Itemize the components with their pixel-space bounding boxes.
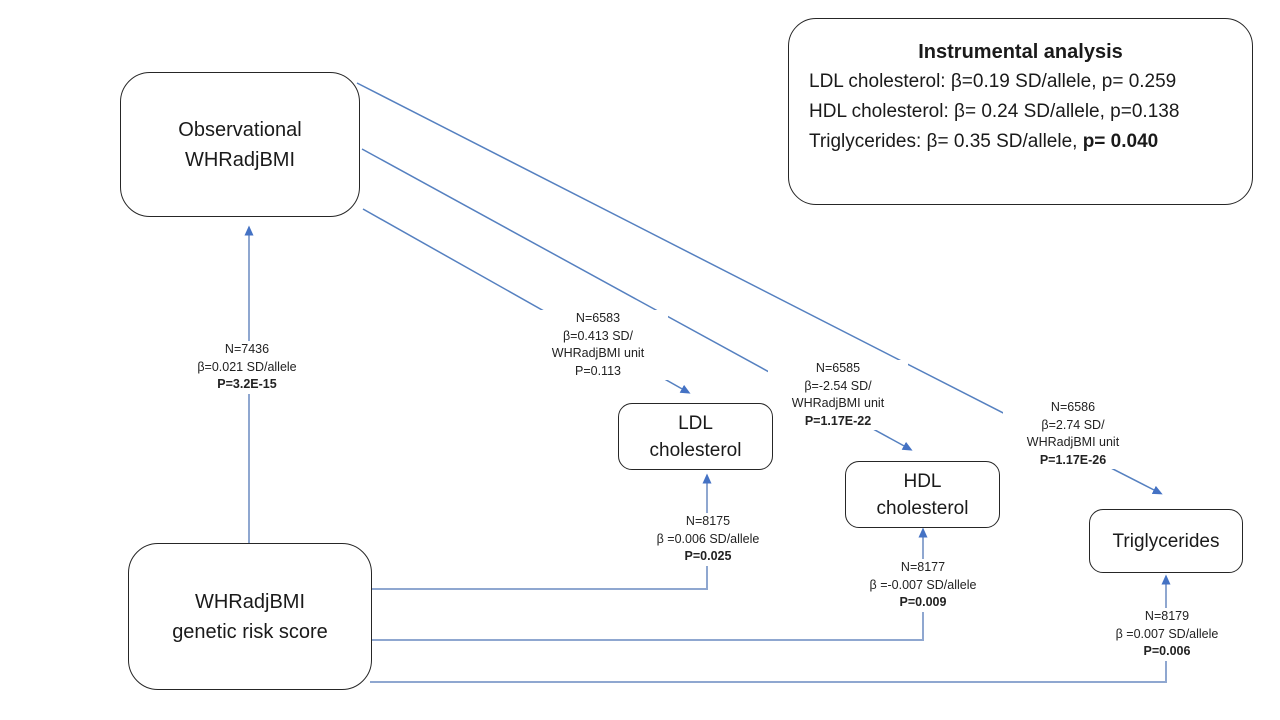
label-beta: β =-0.007 SD/allele xyxy=(869,577,977,592)
edge-label-observational-to-hdl: N=6585 β=-2.54 SD/ WHRadjBMI unit P=1.17… xyxy=(768,360,908,430)
instrumental-ldl-text: LDL cholesterol: β=0.19 SD/allele, p= 0.… xyxy=(809,71,1177,92)
node-grs-line1: WHRadjBMI xyxy=(194,590,305,613)
edge-label-observational-to-ldl: N=6583 β=0.413 SD/ WHRadjBMI unit P=0.11… xyxy=(528,310,668,380)
edge-label-observational-to-triglycerides: N=6586 β=2.74 SD/ WHRadjBMI unit P=1.17E… xyxy=(1003,399,1143,469)
label-n: N=6586 xyxy=(1050,400,1096,414)
instrumental-analysis-title: Instrumental analysis xyxy=(918,41,1123,63)
instrumental-result-hdl: HDL cholesterol: β= 0.24 SD/allele, p=0.… xyxy=(809,97,1232,127)
label-unit: WHRadjBMI unit xyxy=(1026,435,1120,449)
node-ldl-cholesterol: LDL cholesterol xyxy=(618,403,773,470)
instrumental-trig-text: Triglycerides: β= 0.35 SD/allele, xyxy=(809,131,1083,152)
edge-label-grs-to-hdl: N=8177 β =-0.007 SD/allele P=0.009 xyxy=(853,559,993,612)
label-p: P=0.025 xyxy=(684,549,732,563)
node-observational-whradjbmi: Observational WHRadjBMI xyxy=(120,72,360,217)
label-p: P=3.2E-15 xyxy=(217,377,277,391)
label-unit: WHRadjBMI unit xyxy=(551,346,645,360)
instrumental-hdl-text: HDL cholesterol: β= 0.24 SD/allele, p=0.… xyxy=(809,101,1180,122)
label-beta: β=2.74 SD/ xyxy=(1041,417,1105,432)
node-observational-line1: Observational xyxy=(178,118,302,141)
node-hdl-cholesterol: HDL cholesterol xyxy=(845,461,1000,528)
label-n: N=8177 xyxy=(900,560,946,574)
instrumental-result-ldl: LDL cholesterol: β=0.19 SD/allele, p= 0.… xyxy=(809,67,1232,97)
edge-label-grs-to-observational: N=7436 β=0.021 SD/allele P=3.2E-15 xyxy=(177,341,317,394)
label-p: P=0.006 xyxy=(1143,644,1191,658)
node-hdl-line1: HDL xyxy=(903,470,942,492)
node-genetic-risk-score: WHRadjBMI genetic risk score xyxy=(128,543,372,690)
label-p: P=1.17E-26 xyxy=(1039,452,1107,467)
node-triglycerides: Triglycerides xyxy=(1089,509,1243,573)
node-trig-line1: Triglycerides xyxy=(1112,530,1220,552)
arrow-grs-to-triglycerides xyxy=(370,574,1171,683)
edge-label-grs-to-triglycerides: N=8179 β =0.007 SD/allele P=0.006 xyxy=(1097,608,1237,661)
label-n: N=8175 xyxy=(685,514,731,528)
node-grs-line2: genetic risk score xyxy=(172,620,328,643)
label-p: P=0.009 xyxy=(899,595,947,609)
label-n: N=7436 xyxy=(224,342,270,356)
label-n: N=6585 xyxy=(815,361,861,375)
node-observational-line2: WHRadjBMI xyxy=(184,148,295,171)
label-n: N=6583 xyxy=(575,311,621,325)
label-beta: β=-2.54 SD/ xyxy=(804,378,872,393)
label-unit: WHRadjBMI unit xyxy=(791,396,885,410)
label-beta: β=0.021 SD/allele xyxy=(197,359,297,374)
label-beta: β =0.006 SD/allele xyxy=(656,531,760,546)
node-hdl-line2: cholesterol xyxy=(876,497,969,519)
edge-label-grs-to-ldl: N=8175 β =0.006 SD/allele P=0.025 xyxy=(638,513,778,566)
label-beta: β=0.413 SD/ xyxy=(562,328,634,343)
label-p: P=1.17E-22 xyxy=(804,413,872,428)
label-n: N=8179 xyxy=(1144,609,1190,623)
node-ldl-line2: cholesterol xyxy=(649,439,742,461)
instrumental-result-triglycerides: Triglycerides: β= 0.35 SD/allele, p= 0.0… xyxy=(809,127,1232,157)
label-beta: β =0.007 SD/allele xyxy=(1115,626,1219,641)
label-p: P=0.113 xyxy=(575,363,621,378)
instrumental-analysis-panel: Instrumental analysis LDL cholesterol: β… xyxy=(788,18,1253,205)
node-ldl-line1: LDL xyxy=(678,412,713,434)
instrumental-trig-bold: p= 0.040 xyxy=(1082,131,1159,152)
